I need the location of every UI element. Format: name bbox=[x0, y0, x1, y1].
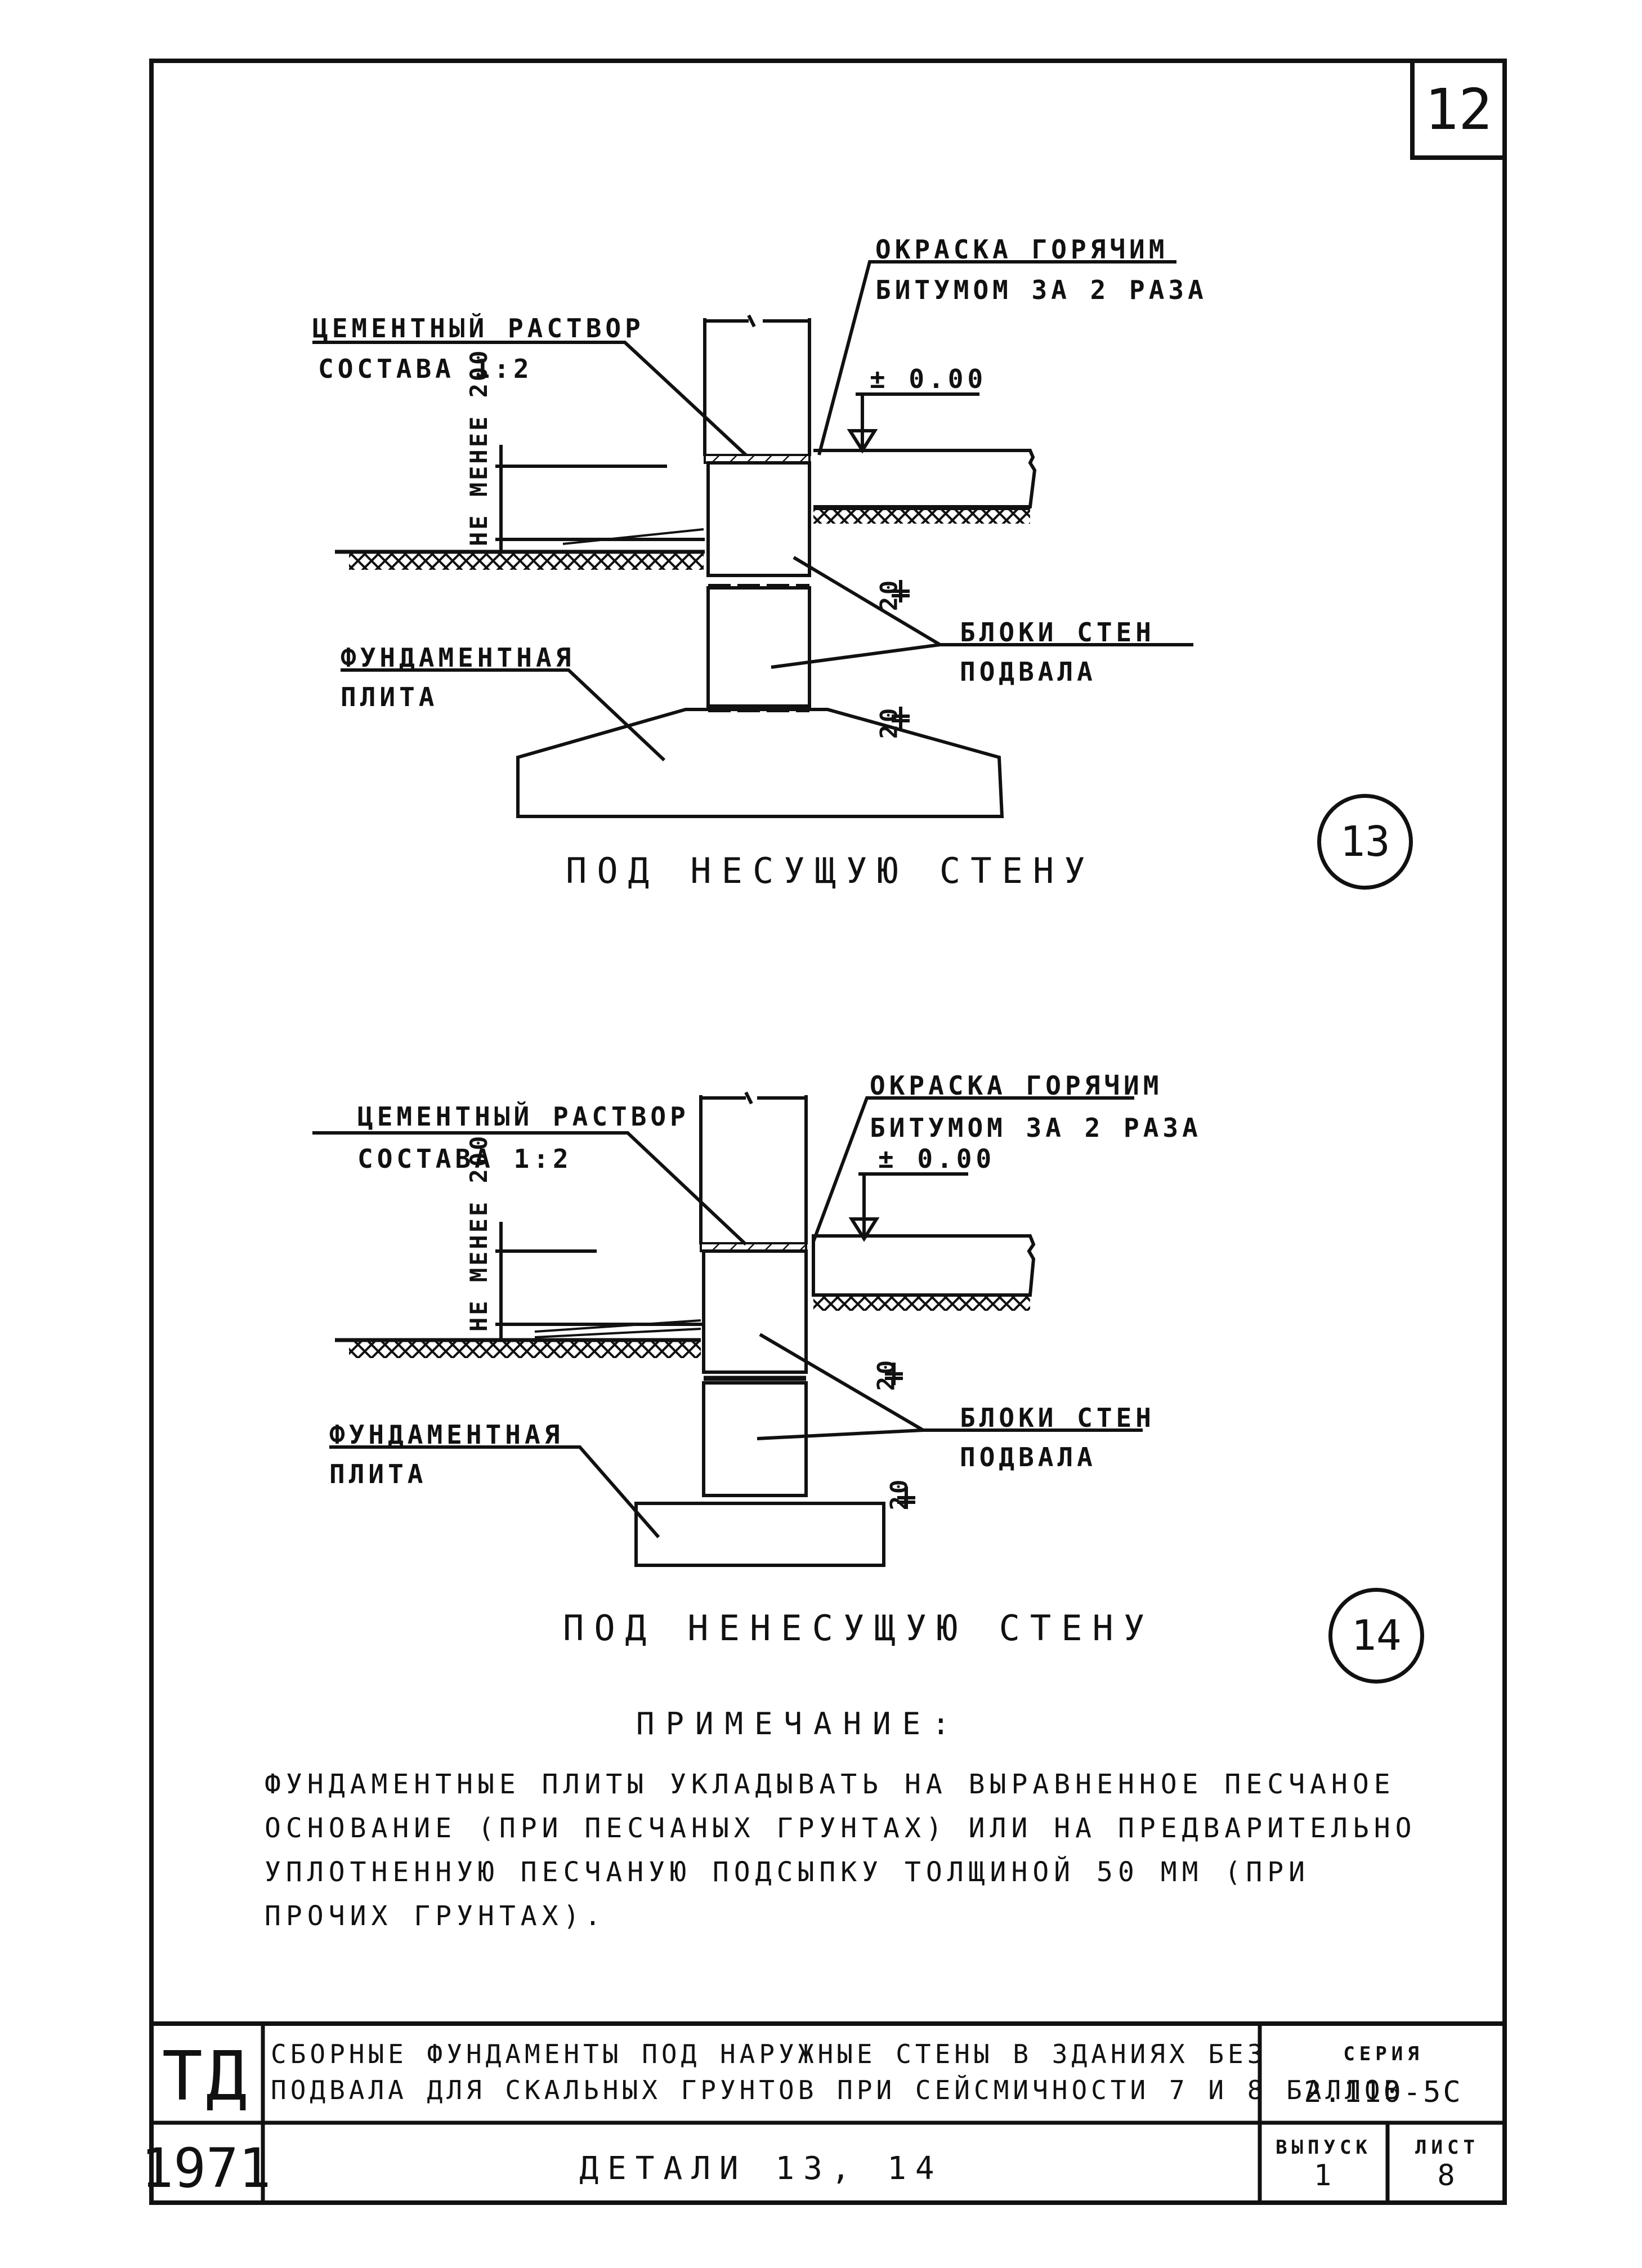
d13-label-mortar-line2: СОСТАВА 1:2 bbox=[318, 354, 533, 384]
d13-label-blocks-line1: БЛОКИ СТЕН bbox=[960, 617, 1155, 648]
d14-floor-slab bbox=[812, 1234, 1036, 1297]
detail-14-drawing bbox=[312, 1091, 1143, 1567]
d14-joint-label-2: 20 bbox=[885, 1477, 913, 1511]
d13-number-circle: 13 bbox=[1317, 794, 1413, 890]
d13-label-slab-line2: ПЛИТА bbox=[341, 682, 439, 712]
series-label: СЕРИЯ bbox=[1343, 2043, 1424, 2065]
detail-13-drawing bbox=[312, 260, 1193, 818]
d14-label-bitumen-line2: БИТУМОМ ЗА 2 РАЗА bbox=[870, 1113, 1202, 1143]
d13-level-label: ± 0.00 bbox=[870, 364, 987, 394]
d13-label-slab-line1: ФУНДАМЕНТНАЯ bbox=[341, 642, 575, 673]
title-block-details: ДЕТАЛИ 13, 14 bbox=[579, 2150, 943, 2187]
d14-number-circle: 14 bbox=[1328, 1588, 1424, 1684]
d14-joint-label-1: 20 bbox=[872, 1358, 900, 1391]
d13-joint-label-2: 20 bbox=[875, 706, 903, 739]
d14-caption: ПОД НЕНЕСУЩУЮ СТЕНУ bbox=[563, 1608, 1155, 1649]
d13-block-upper bbox=[706, 461, 811, 577]
title-block: ТД 1971 СБОРНЫЕ ФУНДАМЕНТЫ ПОД НАРУЖНЫЕ … bbox=[141, 2021, 1507, 2205]
d14-label-blocks-line2: ПОДВАЛА bbox=[960, 1442, 1097, 1472]
d13-label-bitumen-line1: ОКРАСКА ГОРЯЧИМ bbox=[875, 234, 1169, 265]
d13-joint-label-1: 20 bbox=[875, 578, 903, 611]
d13-level-mark bbox=[847, 392, 979, 454]
title-block-title: СБОРНЫЕ ФУНДАМЕНТЫ ПОД НАРУЖНЫЕ СТЕНЫ В … bbox=[263, 2026, 1404, 2127]
title-block-lines bbox=[149, 2021, 1507, 2205]
issue-label: ВЫПУСК bbox=[1276, 2136, 1372, 2159]
d14-block-lower bbox=[702, 1381, 808, 1497]
d13-label-mortar-line1: ЦЕМЕНТНЫЙ РАСТВОР bbox=[312, 313, 645, 343]
d14-level-mark bbox=[848, 1172, 968, 1242]
note-text: ФУНДАМЕНТНЫЕ ПЛИТЫ УКЛАДЫВАТЬ НА ВЫРАВНЕ… bbox=[265, 1769, 1417, 1932]
sheet-frame bbox=[149, 59, 1507, 2205]
d14-block-upper bbox=[702, 1249, 808, 1374]
d13-floor-slab bbox=[813, 449, 1037, 508]
d14-label-blocks-line1: БЛОКИ СТЕН bbox=[960, 1403, 1155, 1433]
sheet-number: 12 bbox=[1410, 59, 1507, 160]
title-block-title-line1: СБОРНЫЕ ФУНДАМЕНТЫ ПОД НАРУЖНЫЕ СТЕНЫ В … bbox=[271, 2039, 1267, 2069]
d14-upper-wall bbox=[699, 1091, 808, 1244]
title-block-code: 1971 bbox=[141, 2137, 271, 2200]
d13-label-blocks-line2: ПОДВАЛА bbox=[960, 657, 1097, 687]
title-block-sheet-cell: ЛИСТ 8 bbox=[1388, 2127, 1507, 2209]
d14-label-mortar-line2: СОСТАВА 1:2 bbox=[357, 1144, 572, 1174]
sheet-label: ЛИСТ bbox=[1415, 2136, 1479, 2159]
d13-upper-wall bbox=[703, 314, 811, 456]
title-block-series-cell: СЕРИЯ 2.110-5С bbox=[1260, 2026, 1507, 2127]
note-title: ПРИМЕЧАНИЕ: bbox=[636, 1706, 961, 1742]
d14-dimension-label: НЕ МЕНЕЕ 200 bbox=[465, 1133, 493, 1332]
d14-level-label: ± 0.00 bbox=[878, 1144, 996, 1174]
d14-foundation-slab bbox=[634, 1502, 885, 1567]
d13-caption: ПОД НЕСУЩУЮ СТЕНУ bbox=[566, 850, 1095, 891]
title-block-issue-cell: ВЫПУСК 1 bbox=[1260, 2127, 1388, 2209]
d14-label-slab-line2: ПЛИТА bbox=[329, 1459, 427, 1489]
series-value: 2.110-5С bbox=[1304, 2075, 1463, 2109]
issue-value: 1 bbox=[1313, 2159, 1334, 2193]
d13-dimension-label: НЕ МЕНЕЕ 200 bbox=[465, 348, 493, 546]
title-block-mark: ТД bbox=[162, 2037, 250, 2116]
sheet-value: 8 bbox=[1437, 2159, 1457, 2193]
d14-label-bitumen-line1: ОКРАСКА ГОРЯЧИМ bbox=[870, 1070, 1163, 1101]
d13-foundation-slab bbox=[516, 708, 1004, 818]
title-block-title-line2: ПОДВАЛА ДЛЯ СКАЛЬНЫХ ГРУНТОВ ПРИ СЕЙСМИЧ… bbox=[271, 2075, 1404, 2105]
d13-label-bitumen-line2: БИТУМОМ ЗА 2 РАЗА bbox=[875, 275, 1207, 305]
d14-label-mortar-line1: ЦЕМЕНТНЫЙ РАСТВОР bbox=[357, 1101, 690, 1132]
d13-block-lower bbox=[706, 586, 811, 708]
d14-label-slab-line1: ФУНДАМЕНТНАЯ bbox=[329, 1419, 564, 1450]
